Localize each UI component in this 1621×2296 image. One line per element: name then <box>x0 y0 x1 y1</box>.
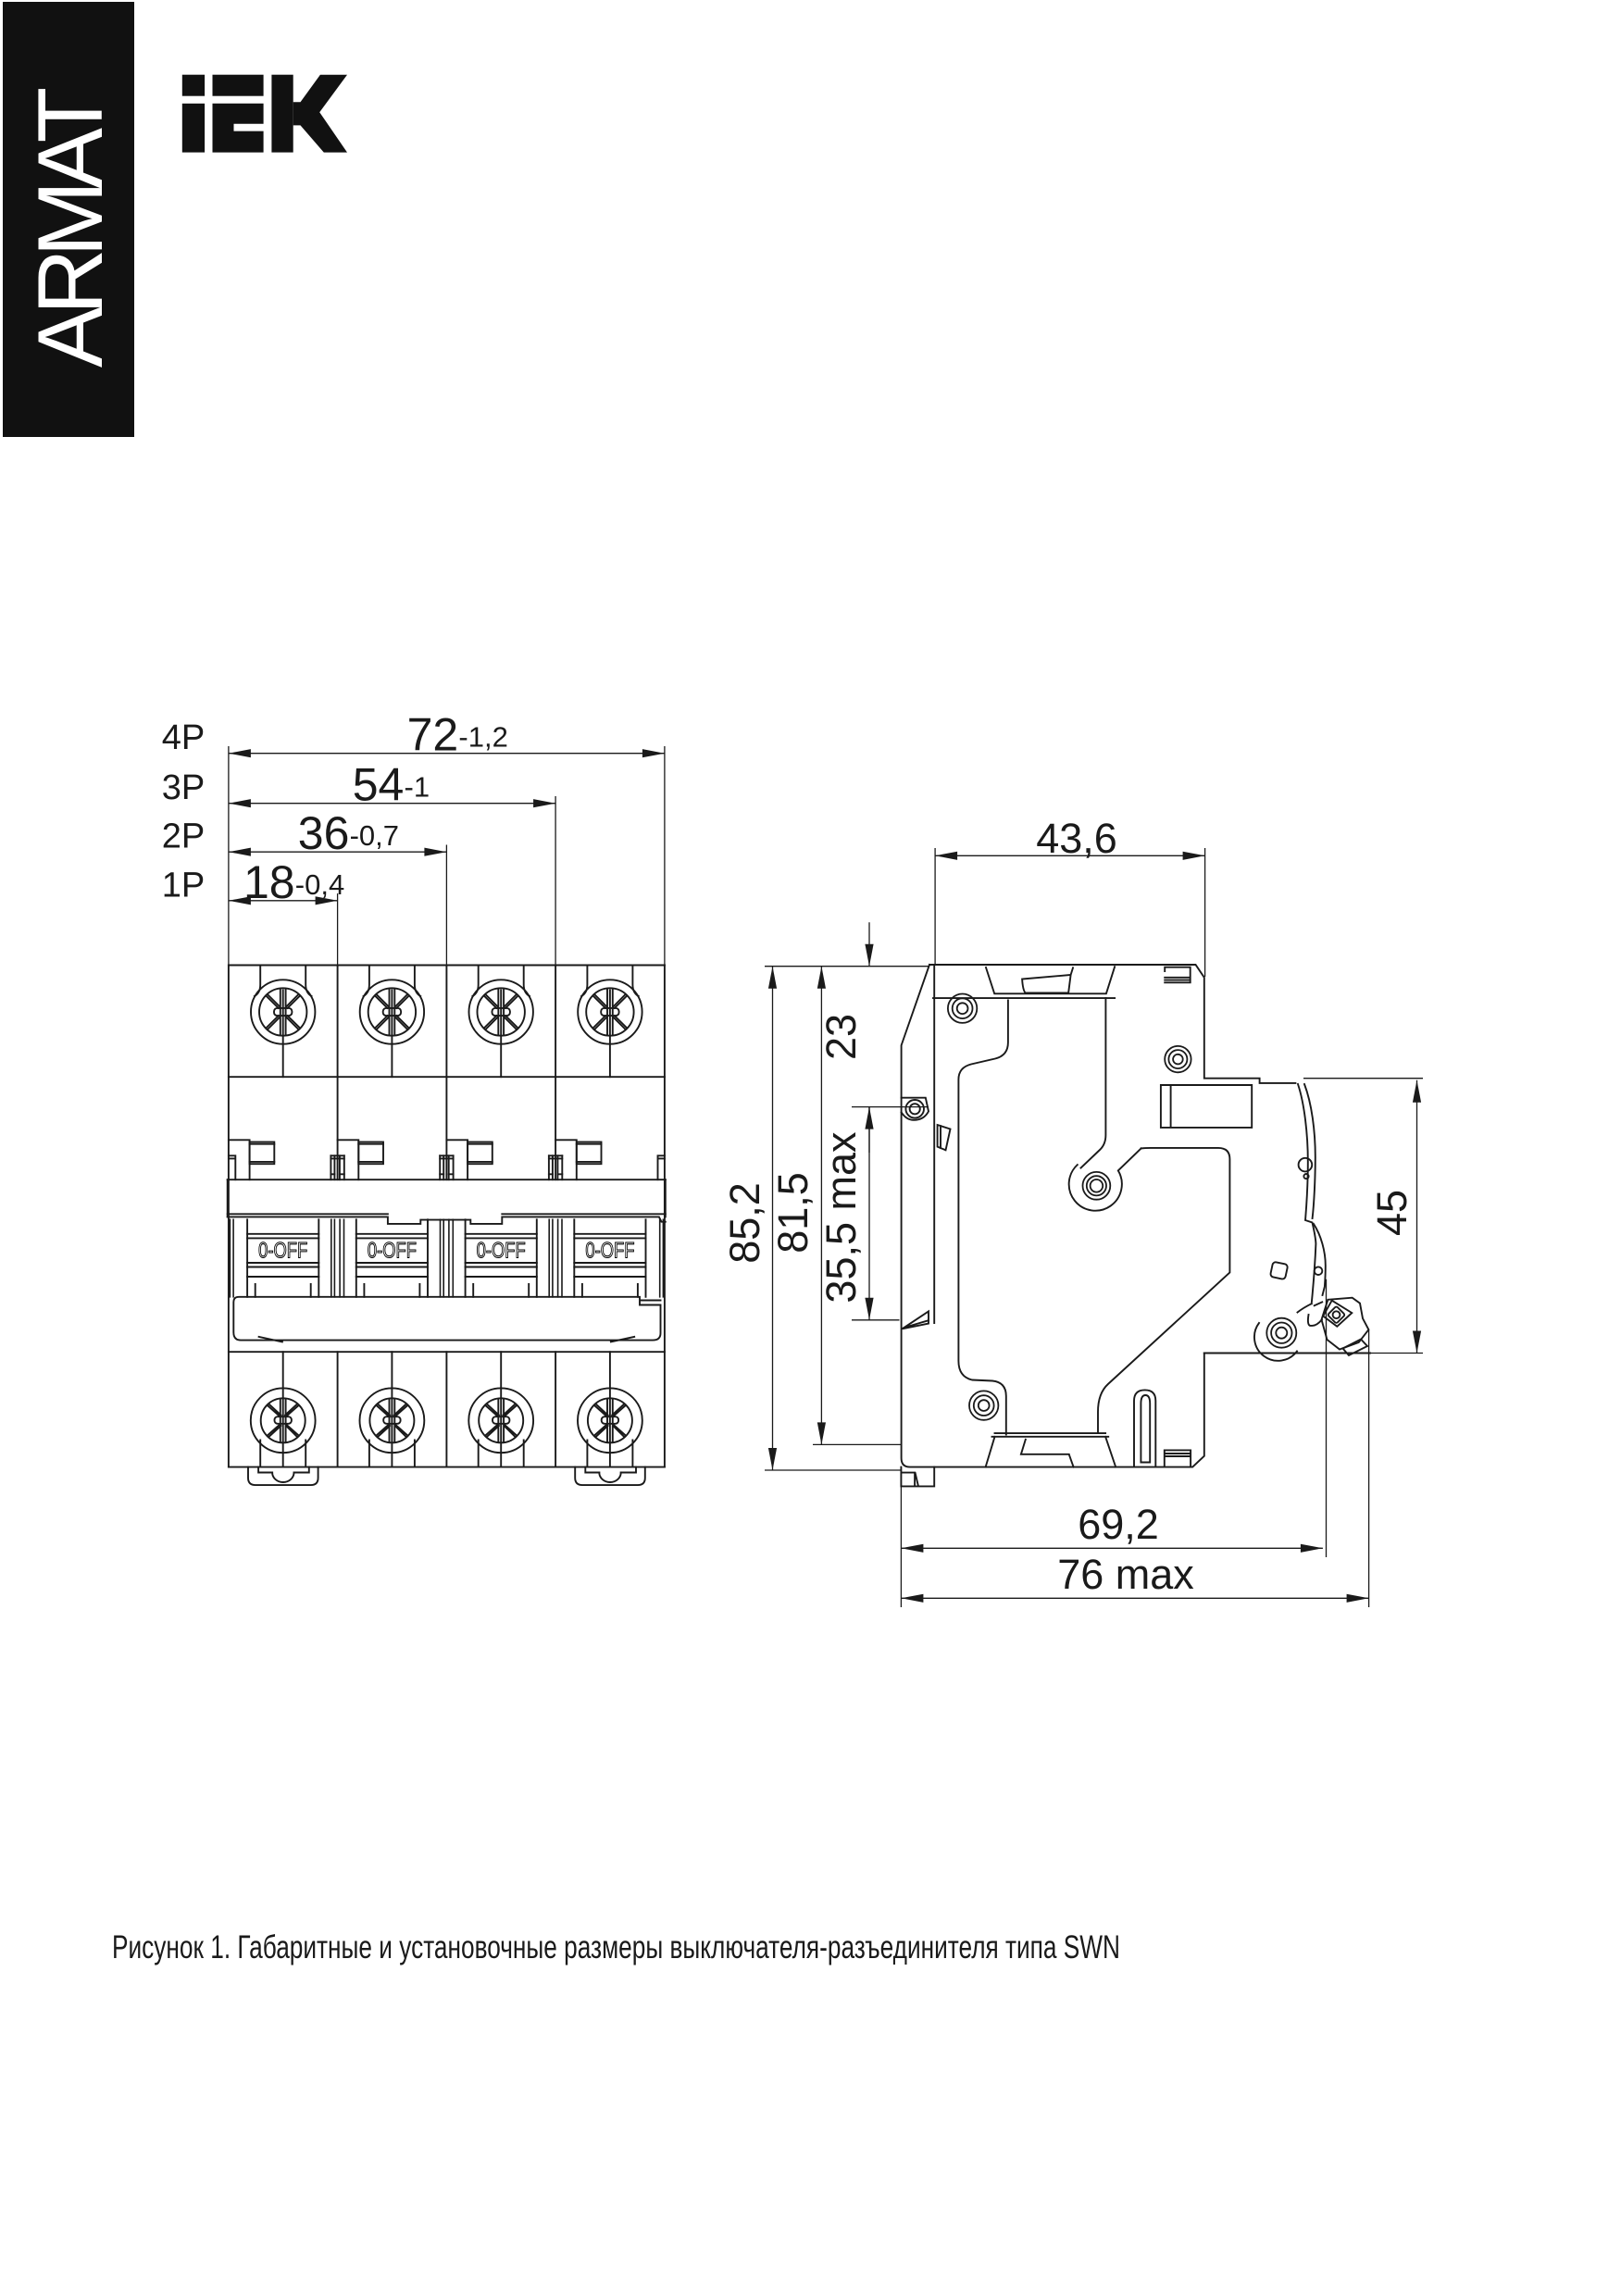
svg-text:-0,7: -0,7 <box>350 819 399 852</box>
svg-text:36: 36 <box>298 807 350 859</box>
svg-text:2P: 2P <box>162 817 205 856</box>
svg-text:4P: 4P <box>162 718 205 757</box>
svg-text:-0,4: -0,4 <box>295 868 344 901</box>
svg-text:-1,2: -1,2 <box>458 721 507 754</box>
svg-text:72: 72 <box>407 709 459 761</box>
svg-text:81,5: 81,5 <box>769 1172 817 1254</box>
svg-text:85,2: 85,2 <box>721 1182 768 1264</box>
svg-text:18: 18 <box>243 856 295 908</box>
svg-text:45: 45 <box>1368 1190 1415 1236</box>
svg-text:Рисунок 1. Габаритные и устано: Рисунок 1. Габаритные и установочные раз… <box>112 1928 1120 1965</box>
svg-text:69,2: 69,2 <box>1078 1501 1159 1548</box>
svg-text:76 max: 76 max <box>1057 1551 1194 1598</box>
svg-text:23: 23 <box>817 1014 865 1060</box>
svg-text:35,5 max: 35,5 max <box>817 1131 865 1304</box>
svg-text:54: 54 <box>353 759 405 811</box>
svg-text:3P: 3P <box>162 768 205 807</box>
svg-text:ARMAT: ARMAT <box>19 88 121 368</box>
svg-text:1P: 1P <box>162 866 205 905</box>
svg-text:-1: -1 <box>405 771 430 804</box>
svg-text:43,6: 43,6 <box>1036 815 1117 862</box>
